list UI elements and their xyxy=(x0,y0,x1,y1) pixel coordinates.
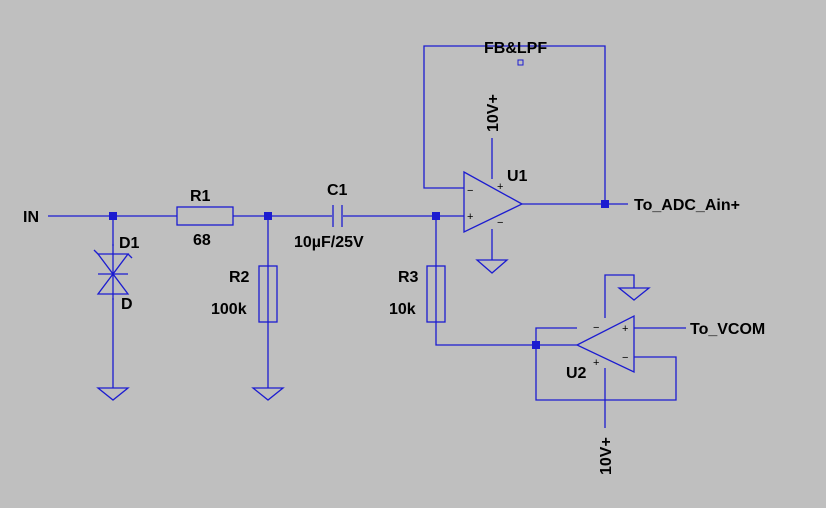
svg-text:−: − xyxy=(497,217,503,229)
label-c1-name: C1 xyxy=(327,182,348,199)
junction-dot xyxy=(264,212,272,220)
svg-text:−: − xyxy=(467,185,473,197)
label-r1-name: R1 xyxy=(190,188,211,205)
resistor-r3 xyxy=(426,265,446,323)
junction-dot xyxy=(532,341,540,349)
wire-r3 xyxy=(435,216,577,346)
wire-u2-feedback xyxy=(535,327,677,401)
label-supply-top: 10V+ xyxy=(485,94,502,132)
label-r3-value: 10k xyxy=(389,301,416,318)
ground-symbol-u2 xyxy=(617,287,651,301)
label-r1-value: 68 xyxy=(193,232,211,249)
label-c1-value: 10µF/25V xyxy=(294,234,364,251)
resistor-r2 xyxy=(258,265,278,323)
wires xyxy=(48,45,686,428)
label-u1-name: U1 xyxy=(507,168,528,185)
label-d1-name: D1 xyxy=(119,235,140,252)
junction-dot xyxy=(601,200,609,208)
junction-dot xyxy=(432,212,440,220)
opamp-u2: + − − + xyxy=(575,314,635,374)
junctions xyxy=(109,200,609,349)
opamp-u1: − + + − xyxy=(463,170,524,234)
svg-text:+: + xyxy=(497,181,503,193)
net-flag-marker xyxy=(517,59,524,66)
svg-text:+: + xyxy=(467,211,473,223)
label-r2-value: 100k xyxy=(211,301,247,318)
label-input: IN xyxy=(23,209,39,226)
label-out-vcom: To_VCOM xyxy=(690,321,765,338)
wire-feedback-loop xyxy=(423,45,606,204)
svg-text:+: + xyxy=(622,323,628,335)
svg-text:+: + xyxy=(593,357,599,369)
ground-symbol-u1 xyxy=(475,259,509,274)
ground-symbol-d1 xyxy=(96,387,130,401)
label-supply-bottom: 10V+ xyxy=(598,437,615,475)
label-r2-name: R2 xyxy=(229,269,250,286)
svg-text:−: − xyxy=(593,322,599,334)
label-u2-name: U2 xyxy=(566,365,587,382)
label-r3-name: R3 xyxy=(398,269,419,286)
capacitor-c1 xyxy=(332,205,343,227)
ground-symbol-r2 xyxy=(251,387,285,401)
zener-diode-d1 xyxy=(93,244,133,300)
label-feedback: FB&LPF xyxy=(484,40,547,57)
wire-u2-ground xyxy=(604,274,635,318)
label-d1-value: D xyxy=(121,296,133,313)
svg-text:−: − xyxy=(622,352,628,364)
resistor-r1 xyxy=(176,206,234,226)
junction-dot xyxy=(109,212,117,220)
label-out-adc: To_ADC_Ain+ xyxy=(634,197,740,214)
